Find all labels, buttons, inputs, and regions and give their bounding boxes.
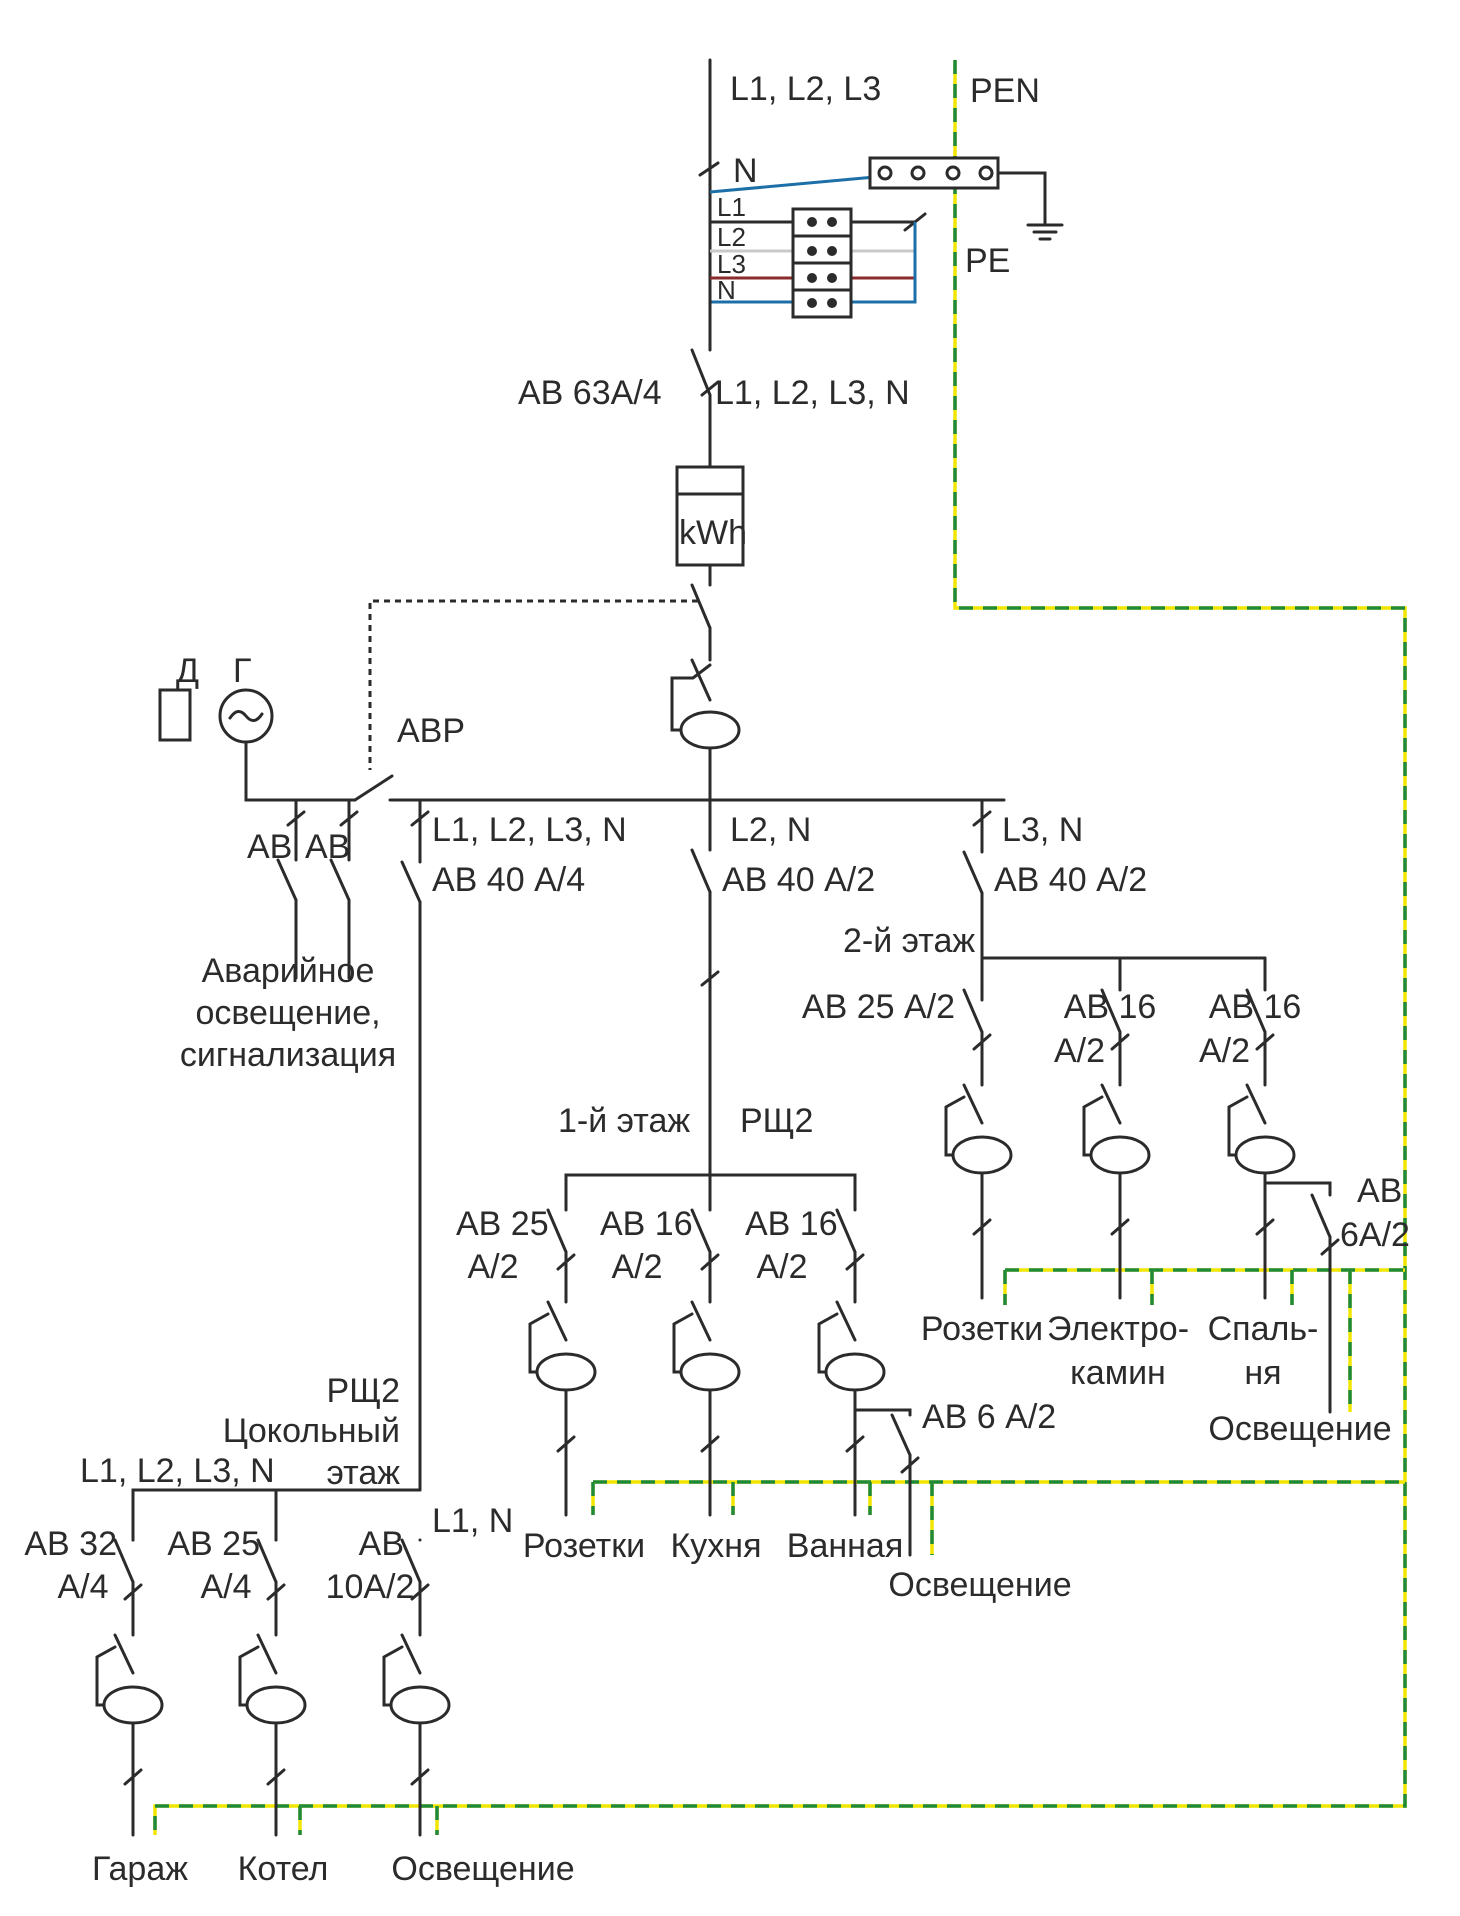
emergency-breaker-2: АВ — [305, 828, 350, 866]
pe-conductor-network — [153, 60, 1407, 1835]
feeder-basement-breaker: АВ 40 А/4 — [432, 861, 585, 899]
basement-panel-label: РЩ2 — [327, 1372, 400, 1410]
floor2-lighting-load: Освещение — [1208, 1410, 1391, 1448]
main-breaker-lines: L1, L2, L3, N — [715, 374, 910, 412]
main-rcd — [670, 658, 741, 802]
feeder-basement-lines: L1, L2, L3, N — [432, 811, 627, 849]
engine-label: Д — [176, 652, 199, 690]
emergency-branch: АВ АВ Аварийное освещение, сигнализация — [180, 798, 396, 1074]
floor1-branch-3-breaker-line2: А/2 — [756, 1248, 807, 1286]
engine-box — [158, 688, 192, 742]
feeder-floor1-breaker: АВ 40 А/2 — [722, 861, 875, 899]
emergency-load-line2: освещение, — [195, 994, 380, 1032]
avr-interlock-line — [368, 599, 698, 770]
feeder-floor2-breaker: АВ 40 А/2 — [994, 861, 1147, 899]
feeder-floor2-lines: L3, N — [1002, 811, 1083, 849]
floor2-branch-3-load-line1: Спаль- — [1208, 1310, 1319, 1348]
pe-label: PE — [965, 242, 1010, 280]
floor2-lighting-breaker-line1: АВ — [1357, 1172, 1402, 1210]
basement-panel: РЩ2 Цокольный этаж L1, L2, L3, N L1, N А… — [24, 1372, 574, 1888]
floor2-branch-3-breaker-line2: А/2 — [1199, 1032, 1250, 1070]
input-phases-label: L1, L2, L3 — [730, 70, 881, 108]
basement-branch-2-load: Котел — [238, 1850, 329, 1888]
feeder-basement: L1, L2, L3, N АВ 40 А/4 — [400, 798, 627, 1492]
basement-branch-1-load: Гараж — [92, 1850, 188, 1888]
generator-section: Д Г АВР — [158, 652, 465, 802]
emergency-breaker-1: АВ — [247, 828, 292, 866]
emergency-load-line3: сигнализация — [180, 1036, 396, 1074]
floor1-branch-1-breaker-line2: А/2 — [467, 1248, 518, 1286]
main-breaker: АВ 63А/4 L1, L2, L3, N — [518, 298, 910, 469]
neutral-wire — [709, 175, 876, 194]
feeder-floor1: L2, N АВ 40 А/2 — [690, 798, 875, 1182]
floor1-lighting-breaker: АВ 6 А/2 — [922, 1398, 1056, 1436]
basement-branch-2-breaker-line2: А/4 — [200, 1568, 251, 1606]
pen-label: PEN — [970, 72, 1040, 110]
floor1-branch-3-load: Ванная — [787, 1527, 903, 1565]
main-breaker-label: АВ 63А/4 — [518, 374, 662, 412]
basement-lines: L1, L2, L3, N — [80, 1452, 275, 1490]
floor2-branch-2-breaker-line2: А/2 — [1054, 1032, 1105, 1070]
basement-branch-2-breaker-line1: АВ 25 — [167, 1525, 260, 1563]
floor2-branch-1-load: Розетки — [921, 1310, 1043, 1348]
basement-light-lines: L1, N — [432, 1502, 513, 1540]
feeder-floor2: L3, N АВ 40 А/2 — [962, 798, 1147, 1002]
basement-branch-3-breaker-line2: 10А/2 — [326, 1568, 415, 1606]
floor2-lighting-breaker-line2: 6А/2 — [1340, 1216, 1410, 1254]
feeder-floor1-lines: L2, N — [730, 811, 811, 849]
terminal-n-label: N — [717, 275, 736, 305]
floor1-branch-3-breaker-line1: АВ 16 — [745, 1205, 838, 1243]
basement-branch-1-breaker-line2: А/4 — [57, 1568, 108, 1606]
kwh-meter: kWh — [675, 465, 747, 662]
floor2-title: 2-й этаж — [843, 922, 975, 960]
basement-title-line2: этаж — [327, 1454, 401, 1492]
kwh-meter-label: kWh — [679, 514, 747, 552]
floor2-branch-3-load-line2: ня — [1244, 1354, 1281, 1392]
basement-branch-3-load: Освещение — [391, 1850, 574, 1888]
terminal-l1-label: L1 — [717, 192, 746, 222]
floor1-branch-2-breaker-line2: А/2 — [611, 1248, 662, 1286]
floor2-branch-1-breaker: АВ 25 А/2 — [802, 988, 955, 1026]
input-section: L1, L2, L3 PEN PE N L1 L2 L — [698, 58, 1064, 319]
basement-title-line1: Цокольный — [223, 1412, 400, 1450]
floor2-branch-2-breaker-line1: АВ 16 — [1064, 988, 1157, 1026]
floor1-branch-2-load: Кухня — [671, 1527, 762, 1565]
floor1-lighting-load: Освещение — [888, 1566, 1071, 1604]
floor2-branch-3-breaker-line1: АВ 16 — [1209, 988, 1302, 1026]
basement-branch-3-breaker-line1: АВ — [359, 1525, 404, 1563]
avr-label: АВР — [397, 712, 465, 750]
floor1-branch-1-breaker-line1: АВ 25 — [456, 1205, 549, 1243]
emergency-load-line1: Аварийное — [202, 952, 375, 990]
terminal-l2-label: L2 — [717, 222, 746, 252]
floor1-branch-2-breaker-line1: АВ 16 — [600, 1205, 693, 1243]
neutral-wire-bottom — [710, 222, 917, 304]
terminal-l3-label: L3 — [717, 249, 746, 279]
generator-label: Г — [233, 652, 251, 690]
n-label: N — [733, 152, 758, 190]
floor1-panel-label: РЩ2 — [740, 1102, 813, 1140]
floor1-title: 1-й этаж — [558, 1102, 690, 1140]
floor2-branch-2-load-line2: камин — [1070, 1354, 1166, 1392]
basement-branch-1-breaker-line1: АВ 32 — [24, 1525, 117, 1563]
floor2-branch-2-load-line1: Электро- — [1047, 1310, 1189, 1348]
floor1-branch-1-load: Розетки — [523, 1527, 645, 1565]
